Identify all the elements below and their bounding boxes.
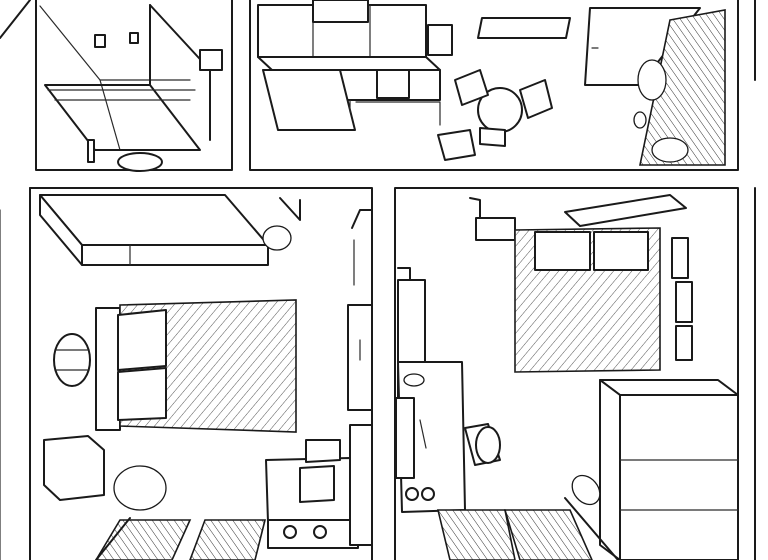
chair-back-icon bbox=[475, 426, 501, 464]
desk-drawer[interactable] bbox=[267, 519, 359, 549]
bedroom-right bbox=[395, 194, 739, 560]
pen-icon bbox=[419, 419, 427, 449]
entry-doormat bbox=[639, 9, 726, 166]
wall-shelf bbox=[564, 194, 687, 227]
round-mirror-icon bbox=[53, 333, 91, 387]
slippers-icon bbox=[633, 111, 647, 129]
pillow-icon bbox=[117, 309, 167, 371]
countertop bbox=[257, 56, 441, 71]
shower-glass-door[interactable] bbox=[44, 84, 201, 151]
nightstand[interactable] bbox=[43, 435, 105, 501]
potted-plant-icon bbox=[113, 465, 167, 511]
plant-icon bbox=[262, 225, 292, 251]
wardrobe[interactable] bbox=[81, 244, 269, 266]
dining-chair-icon bbox=[519, 79, 553, 119]
floor-rug bbox=[436, 509, 516, 560]
bedroom-left bbox=[39, 194, 373, 560]
dresser[interactable] bbox=[619, 394, 739, 560]
fridge-door[interactable] bbox=[262, 69, 356, 131]
headboard bbox=[95, 307, 121, 431]
kitchen bbox=[257, 0, 453, 131]
glasses-icon bbox=[403, 373, 425, 387]
floor-rug bbox=[95, 519, 192, 560]
dining-chair-icon bbox=[454, 69, 489, 106]
knob-icon bbox=[405, 487, 419, 501]
wall-art-icon bbox=[675, 325, 693, 361]
floor-rug bbox=[503, 509, 593, 560]
sink-icon bbox=[199, 49, 223, 71]
entry-dining bbox=[437, 7, 726, 166]
toilet-icon bbox=[117, 152, 163, 172]
bathroom bbox=[39, 4, 223, 172]
shoes-icon bbox=[651, 137, 689, 163]
dresser-top bbox=[599, 379, 739, 396]
window bbox=[477, 17, 571, 39]
stool-icon bbox=[437, 129, 476, 161]
faucet-icon bbox=[129, 32, 139, 44]
desk-chair-icon bbox=[305, 439, 341, 463]
wall-art-icon bbox=[675, 281, 693, 323]
range-hood bbox=[312, 0, 369, 23]
kitchen-chair-icon bbox=[427, 24, 453, 56]
pillow-icon bbox=[117, 367, 167, 421]
light-switch-icon bbox=[87, 139, 95, 163]
wall-clock-icon bbox=[475, 217, 516, 241]
knob-icon bbox=[421, 487, 435, 501]
knob-icon bbox=[313, 525, 327, 539]
laptop-icon bbox=[299, 465, 335, 503]
pillow-icon bbox=[593, 231, 649, 271]
shoes-icon bbox=[637, 59, 667, 101]
bookshelf bbox=[349, 424, 373, 546]
knob-icon bbox=[283, 525, 297, 539]
pillow-icon bbox=[534, 231, 591, 271]
oven-icon bbox=[376, 69, 410, 99]
shower-head-icon bbox=[94, 34, 106, 48]
wall-art-icon bbox=[671, 237, 689, 279]
shelf-unit bbox=[395, 397, 415, 479]
floor-rug bbox=[189, 519, 267, 560]
dining-chair-icon bbox=[479, 127, 506, 147]
slippers-icon bbox=[571, 474, 601, 506]
